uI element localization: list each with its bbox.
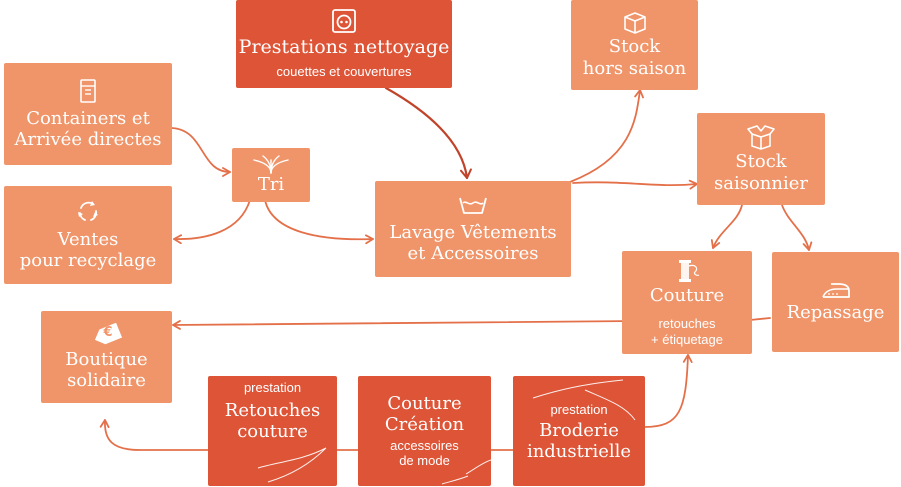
node-stock-saisonnier: Stock saisonnier bbox=[697, 113, 825, 205]
node-title-line: pour recyclage bbox=[19, 250, 157, 271]
thread-spool-icon bbox=[679, 259, 700, 282]
node-couture: Couture retouches + étiquetage bbox=[622, 251, 752, 354]
node-prefix: prestation bbox=[243, 380, 302, 395]
node-prestations-nettoyage: Prestations nettoyage couettes et couver… bbox=[236, 0, 452, 88]
node-containers: Containers et Arrivée directes bbox=[4, 63, 172, 165]
arrow-broderie-to-couture bbox=[644, 354, 693, 428]
node-subtitle-line: + étiquetage bbox=[651, 331, 723, 347]
arrow-tri-to-lavage bbox=[264, 199, 374, 245]
split-arrows-icon bbox=[253, 155, 289, 175]
recycle-icon bbox=[78, 200, 98, 221]
arrow-stock-to-couture bbox=[710, 204, 743, 249]
node-title-line: Lavage Vêtements bbox=[389, 221, 557, 243]
node-title-line: Stock bbox=[735, 151, 787, 173]
node-title-line: Création bbox=[384, 414, 465, 436]
node-couture-creation: Couture Création accessoires de mode bbox=[358, 376, 491, 486]
node-subtitle: couettes et couvertures bbox=[276, 64, 412, 80]
node-retouches-couture: prestation Retouches couture bbox=[208, 376, 337, 486]
arrow-lavage-to-stock-saisonnier bbox=[572, 179, 698, 190]
arrow-lavage-to-stock-hors-saison bbox=[569, 89, 644, 183]
node-title-line: Boutique bbox=[65, 348, 148, 370]
node-title-line: couture bbox=[237, 420, 308, 442]
node-title-line: et Accessoires bbox=[407, 243, 539, 264]
wash-basin-icon bbox=[459, 197, 487, 214]
node-broderie-industrielle: prestation Broderie industrielle bbox=[513, 376, 645, 486]
node-lavage: Lavage Vêtements et Accessoires bbox=[375, 181, 571, 277]
node-title-line: solidaire bbox=[67, 370, 146, 391]
node-prefix: prestation bbox=[550, 402, 608, 417]
open-box-icon bbox=[747, 125, 775, 151]
node-title-line: Containers et bbox=[26, 107, 150, 129]
node-title-line: saisonnier bbox=[714, 172, 808, 194]
node-subtitle-line: accessoires bbox=[390, 437, 459, 453]
node-title: Tri bbox=[257, 174, 285, 196]
node-title: Couture bbox=[649, 284, 725, 306]
box-icon bbox=[623, 12, 646, 35]
container-icon bbox=[80, 78, 96, 103]
arrow-circuit-to-boutique bbox=[99, 419, 209, 451]
node-title-line: industrielle bbox=[526, 440, 632, 462]
node-title-line: Couture bbox=[387, 393, 462, 415]
euro-symbol: € bbox=[103, 324, 113, 340]
node-title-line: Ventes bbox=[57, 228, 119, 250]
node-title-line: Stock bbox=[608, 36, 661, 58]
node-title-line: Broderie bbox=[539, 419, 619, 441]
arrow-containers-to-tri bbox=[171, 127, 231, 177]
node-title-line: Arrivée directes bbox=[14, 129, 162, 150]
node-repassage: Repassage bbox=[772, 252, 899, 352]
iron-icon bbox=[821, 283, 850, 299]
arrow-tri-to-ventes bbox=[173, 199, 251, 245]
node-title-line: hors saison bbox=[582, 57, 687, 79]
node-stock-hors-saison: Stock hors saison bbox=[571, 0, 698, 90]
node-title-line: Retouches bbox=[224, 399, 321, 421]
node-boutique-solidaire: € Boutique solidaire bbox=[41, 311, 172, 403]
euro-tag-icon: € bbox=[90, 322, 124, 347]
node-title: Prestations nettoyage bbox=[238, 36, 450, 58]
arrow-prestations-to-lavage bbox=[384, 86, 472, 180]
node-tri: Tri bbox=[232, 148, 310, 202]
node-subtitle-line: de mode bbox=[399, 453, 450, 469]
node-title: Repassage bbox=[786, 302, 885, 324]
node-subtitle-line: retouches bbox=[658, 316, 716, 332]
washing-machine-icon bbox=[332, 9, 356, 33]
node-ventes-recyclage: Ventes pour recyclage bbox=[4, 186, 172, 284]
arrow-stock-to-repassage bbox=[781, 204, 813, 251]
